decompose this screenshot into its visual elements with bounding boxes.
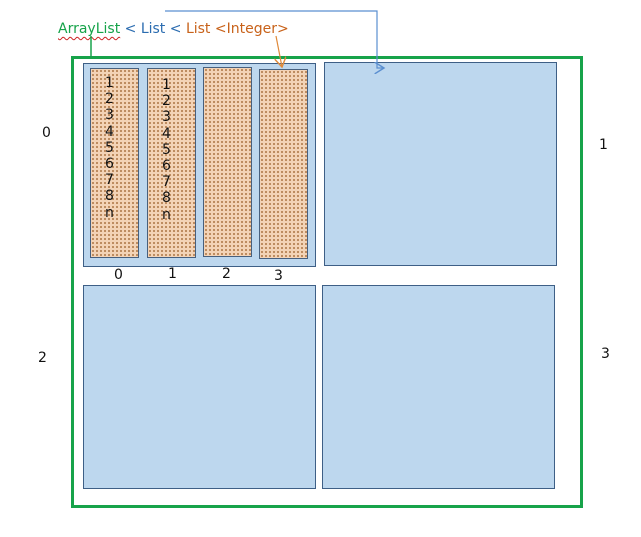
column-index-2: 2: [222, 266, 231, 282]
column-1-item: 6: [162, 158, 171, 175]
title-sep-1: <: [124, 21, 137, 37]
cell-3: [322, 285, 555, 489]
column-1-item: 3: [162, 109, 171, 126]
column-1-item: 5: [162, 141, 171, 158]
row-label-2: 2: [38, 350, 47, 366]
column-index-1: 1: [168, 266, 177, 282]
row-label-3: 3: [601, 346, 610, 362]
title-arraylist: ArrayList: [58, 21, 121, 37]
title-list: List: [140, 21, 166, 37]
column-1-item: 1: [162, 77, 171, 93]
column-0-item: 2: [105, 91, 114, 108]
column-0-item: 1: [105, 75, 114, 91]
row-label-1: 1: [599, 137, 608, 153]
blue-connector-arrow: [165, 10, 384, 68]
column-0-item: 4: [105, 123, 114, 140]
column-index-3: 3: [274, 268, 283, 284]
column-0-items: 1 2 3 4 5 6 7 8 n: [105, 75, 114, 221]
column-0-item: 8: [105, 188, 114, 205]
outer-arraylist-box: [71, 56, 583, 508]
column-0-item: 7: [105, 172, 114, 189]
column-1: 1 2 3 4 5 6 7 8 n: [147, 68, 196, 258]
column-2: [203, 67, 252, 257]
cell-2: [83, 285, 316, 489]
column-1-item: 4: [162, 125, 171, 142]
column-1-item: n: [162, 206, 171, 223]
cell-1: [324, 62, 557, 266]
column-1-item: 2: [162, 93, 171, 110]
title-sep-2: <: [169, 21, 182, 37]
title: ArrayList < List < List <Integer>: [58, 21, 289, 37]
title-list-integer: List <Integer>: [185, 21, 289, 37]
column-3: [259, 69, 308, 259]
column-1-item: 7: [162, 174, 171, 191]
row-label-0: 0: [42, 125, 51, 141]
column-0-item: 5: [105, 139, 114, 156]
column-0-item: n: [105, 204, 114, 221]
column-index-0: 0: [114, 267, 123, 283]
orange-connector-arrow: [276, 35, 282, 67]
column-0-item: 3: [105, 107, 114, 124]
column-1-item: 8: [162, 190, 171, 207]
column-0-item: 6: [105, 156, 114, 173]
column-0: 1 2 3 4 5 6 7 8 n: [90, 68, 139, 258]
column-1-items: 1 2 3 4 5 6 7 8 n: [162, 77, 171, 223]
